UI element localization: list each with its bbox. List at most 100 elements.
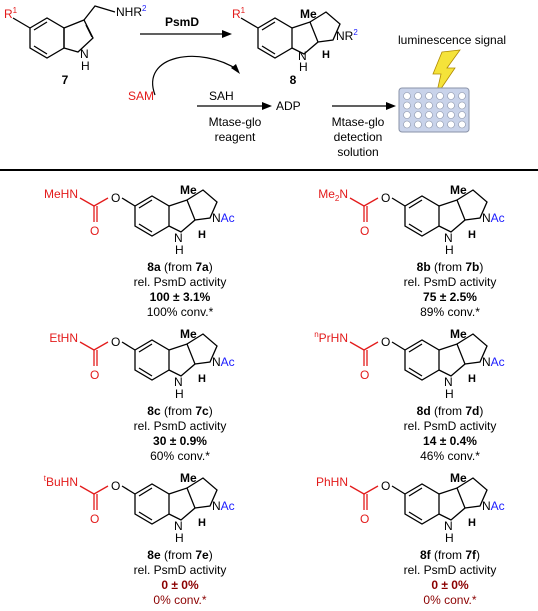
plate-well (403, 101, 411, 110)
nac-label: NAc (482, 499, 505, 513)
carbonyl-oxygen-label: O (90, 368, 99, 382)
conversion-value: 0% conv.* (423, 593, 477, 607)
oxygen-label: O (381, 479, 390, 493)
nac-label: NAc (212, 211, 235, 225)
compound-id: 8b (from 7b) (416, 260, 484, 274)
substituent-label: EtHN (49, 331, 78, 345)
hydrogen-label: H (198, 373, 206, 385)
oxygen-label: O (381, 191, 390, 205)
oxygen-label: O (381, 335, 390, 349)
product-me: Me (300, 7, 317, 21)
nac-label: NAc (482, 355, 505, 369)
activity-value: 0 ± 0% (431, 578, 469, 592)
plate-well (414, 101, 422, 110)
methyl-label: Me (180, 327, 197, 341)
indoline-n-label: N (444, 231, 453, 245)
oxygen-label: O (111, 191, 120, 205)
product-h: H (322, 49, 330, 61)
substituent-label: MeHN (44, 187, 78, 201)
oxygen-label: O (111, 479, 120, 493)
cofactor-sam: SAM (128, 89, 154, 103)
conversion-value: 60% conv.* (150, 449, 210, 463)
indoline-h-label: H (175, 531, 184, 545)
substituent-label: PhHN (316, 475, 348, 489)
activity-label: rel. PsmD activity (403, 563, 497, 577)
indoline-h-label: H (175, 243, 184, 257)
nac-label: NAc (482, 211, 505, 225)
methyl-label: Me (450, 327, 467, 341)
compound-id: 8c (from 7c) (147, 404, 213, 418)
plate-well (458, 92, 466, 100)
plate-well (414, 120, 422, 129)
plate-well (414, 111, 422, 119)
activity-label: rel. PsmD activity (133, 419, 227, 433)
methyl-label: Me (180, 471, 197, 485)
activity-value: 0 ± 0% (161, 578, 199, 592)
nac-label: NAc (212, 355, 235, 369)
carbonyl-oxygen-label: O (90, 224, 99, 238)
plate-well (414, 92, 422, 100)
activity-label: rel. PsmD activity (403, 275, 497, 289)
plate-well (425, 120, 433, 129)
plate-well (436, 92, 444, 100)
conversion-value: 100% conv.* (146, 305, 214, 319)
conversion-value: 0% conv.* (153, 593, 207, 607)
hydrogen-label: H (468, 229, 476, 241)
hydrogen-label: H (198, 229, 206, 241)
indoline-n-label: N (174, 519, 183, 533)
plate-well (458, 120, 466, 129)
indoline-h-label: H (445, 243, 454, 257)
compound-id: 8a (from 7a) (147, 260, 213, 274)
substrate-number: 7 (62, 73, 69, 87)
indoline-n-label: N (174, 375, 183, 389)
byproduct-sah: SAH (209, 89, 234, 103)
indoline-h-label: H (445, 531, 454, 545)
plate-well (436, 120, 444, 129)
plate-well (436, 111, 444, 119)
substituent-label: tBuHN (44, 474, 78, 489)
plate-well (458, 101, 466, 110)
indoline-n-label: N (444, 375, 453, 389)
product-nh-h: H (299, 60, 308, 74)
hydrogen-label: H (468, 373, 476, 385)
substrate-nh: N (80, 47, 89, 61)
activity-label: rel. PsmD activity (133, 275, 227, 289)
methyl-label: Me (450, 183, 467, 197)
carbonyl-oxygen-label: O (360, 512, 369, 526)
carbonyl-oxygen-label: O (360, 224, 369, 238)
conversion-value: 89% conv.* (420, 305, 480, 319)
enzyme-label: PsmD (165, 15, 199, 29)
plate-well (447, 101, 455, 110)
product-r1: R1 (232, 6, 246, 21)
luminescence-label: luminescence signal (398, 33, 506, 47)
methyl-label: Me (450, 471, 467, 485)
product-structure (240, 11, 341, 59)
activity-value: 30 ± 0.9% (153, 434, 207, 448)
compound-id: 8f (from 7f) (419, 548, 480, 562)
plate-well (403, 92, 411, 100)
plate-well (425, 92, 433, 100)
reagent1-label: Mtase-glo reagent (208, 115, 262, 144)
plate-well (447, 111, 455, 119)
nac-label: NAc (212, 499, 235, 513)
reaction-scheme: R1 NHR2 N H 7 PsmD SAM R1 Me NR2 H N H 8… (4, 4, 506, 133)
plate-well (425, 101, 433, 110)
plate-wells (403, 92, 466, 129)
methyl-label: Me (180, 183, 197, 197)
substrate-nh-h: H (81, 59, 90, 73)
indoline-n-label: N (444, 519, 453, 533)
plate-well (403, 111, 411, 119)
substituent-label: nPrHN (314, 330, 348, 345)
indoline-h-label: H (175, 387, 184, 401)
activity-label: rel. PsmD activity (403, 419, 497, 433)
substituent-label: Me2N (318, 187, 348, 203)
conversion-value: 46% conv.* (420, 449, 480, 463)
activity-value: 14 ± 0.4% (423, 434, 477, 448)
